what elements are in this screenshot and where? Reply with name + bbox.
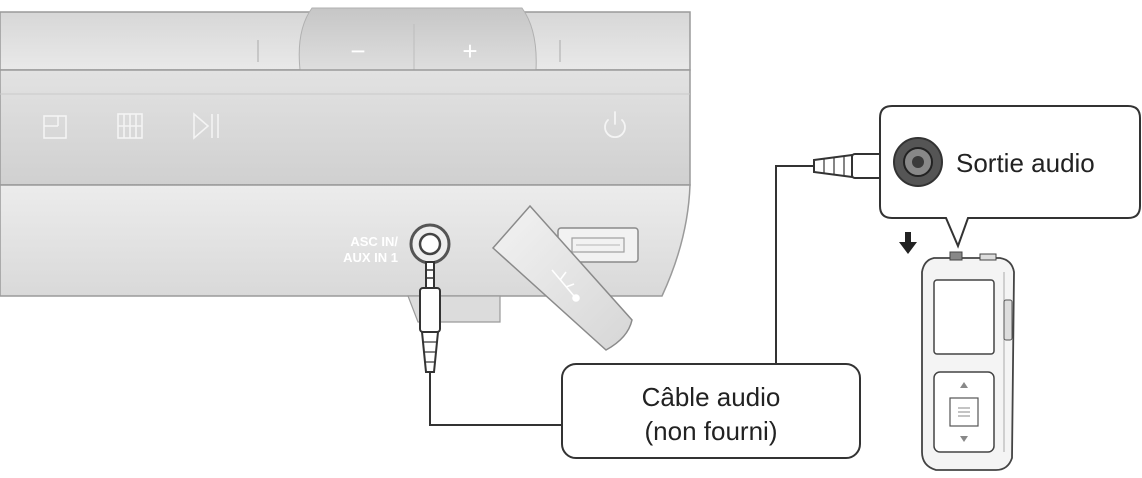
aux-jack-hole [418,232,442,256]
jack-label-line1: ASC IN/ [350,234,398,249]
player-jack [949,251,963,261]
tuner-icon[interactable] [117,113,143,139]
cable-callout [561,363,861,459]
headphone-jack-zoom [893,137,943,187]
usb-icon [551,269,580,302]
control-panel [0,69,691,186]
jack-label-line2: AUX IN 1 [343,250,398,265]
power-icon[interactable] [604,111,626,139]
cable-callout-line2: (non fourni) [645,416,778,446]
cable-wire-left [429,372,562,426]
usb-port-inner [571,237,625,253]
cable-wire-right [775,165,814,364]
cable-callout-line1: Câble audio [642,382,781,412]
mode-icon[interactable] [43,115,67,139]
output-callout-label: Sortie audio [956,148,1095,178]
volume-up-button[interactable]: + [462,36,477,66]
main-unit: − + [0,7,691,351]
volume-rocker[interactable] [298,7,537,71]
play-pause-icon[interactable] [193,112,219,140]
volume-down-button[interactable]: − [350,36,365,66]
output-callout [879,105,1141,249]
arrow-down-icon [899,232,917,254]
player-top-button [979,253,997,261]
cable-plug-left [419,261,441,373]
mp3-player [921,251,1015,471]
player-screen [933,279,995,355]
player-side-button [1003,299,1013,341]
